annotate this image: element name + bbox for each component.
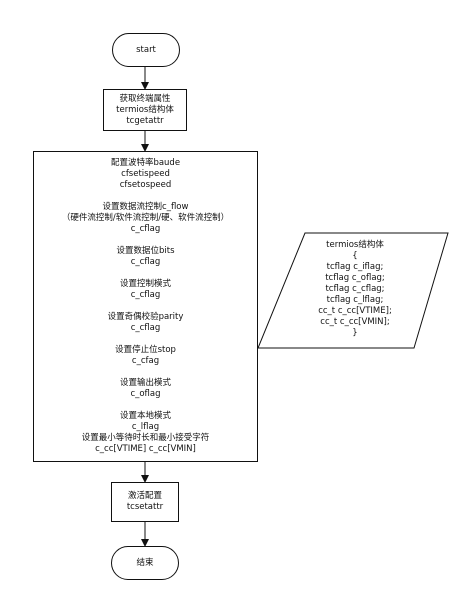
config-output-flag: c_oflag [130, 389, 161, 399]
config-parity-flag: c_cflag [130, 323, 161, 333]
config-stop-title: 设置停止位stop [115, 345, 176, 355]
termios-struct-vtime: cc_t c_cc[VTIME]; [318, 306, 392, 316]
config-baud-ispeed: cfsetispeed [121, 169, 170, 179]
config-bits-group: 设置数据位bits c_cflag [116, 246, 174, 268]
get-attr-title: 获取终端属性 [119, 93, 171, 104]
get-attr-struct: termios结构体 [116, 104, 174, 115]
end-label: 结束 [136, 557, 154, 568]
termios-struct-oflag: tcflag c_oflag; [325, 273, 385, 283]
termios-struct-note: termios结构体 { tcflag c_iflag; tcflag c_of… [280, 240, 430, 339]
get-attr-process: 获取终端属性 termios结构体 tcgetattr [103, 89, 187, 131]
config-control-group: 设置控制模式 c_cflag [120, 279, 171, 301]
end-terminal: 结束 [111, 546, 179, 580]
config-local-flag: c_lflag [131, 422, 160, 432]
config-flow-flag: c_cflag [130, 224, 161, 234]
config-stop-group: 设置停止位stop c_cfag [115, 345, 176, 367]
config-baud-ospeed: cfsetospeed [119, 180, 172, 190]
config-bits-flag: c_cflag [130, 257, 161, 267]
config-process: 配置波特率baude cfsetispeed cfsetospeed 设置数据流… [33, 151, 258, 462]
config-output-title: 设置输出模式 [119, 378, 171, 388]
config-output-group: 设置输出模式 c_oflag [120, 378, 171, 400]
config-local-group: 设置本地模式 c_lflag 设置最小等待时长和最小接受字符 c_cc[VTIM… [82, 411, 210, 455]
get-attr-func: tcgetattr [126, 115, 164, 126]
termios-struct-iflag: tcflag c_iflag; [326, 262, 384, 272]
config-stop-flag: c_cfag [131, 356, 160, 366]
config-control-flag: c_cflag [130, 290, 161, 300]
termios-struct-vmin: cc_t c_cc[VMIN]; [320, 317, 390, 327]
config-baud-group: 配置波特率baude cfsetispeed cfsetospeed [111, 158, 180, 191]
config-parity-title: 设置奇偶校验parity [107, 312, 184, 322]
termios-struct-open-brace: { [352, 251, 358, 261]
config-control-title: 设置控制模式 [119, 279, 171, 289]
termios-struct-close-brace: } [352, 328, 358, 338]
config-flow-group: 设置数据流控制c_flow （硬件流控制/软件流控制/硬、软件流控制） c_cf… [62, 202, 229, 235]
activate-func: tcsetattr [126, 502, 164, 512]
config-bits-title: 设置数据位bits [116, 246, 175, 256]
config-wait-title: 设置最小等待时长和最小接受字符 [81, 433, 210, 443]
config-baud-title: 配置波特率baude [110, 158, 181, 168]
config-local-title: 设置本地模式 [119, 411, 171, 421]
termios-struct-parallelogram [257, 232, 449, 349]
start-terminal: start [112, 33, 180, 67]
config-flow-detail: （硬件流控制/软件流控制/硬、软件流控制） [61, 213, 230, 223]
start-label: start [136, 44, 156, 55]
config-flow-title: 设置数据流控制c_flow [102, 202, 189, 212]
termios-struct-lflag: tcflag c_lflag; [326, 295, 384, 305]
termios-struct-title: termios结构体 [326, 240, 384, 250]
termios-struct-cflag: tcflag c_cflag; [325, 284, 385, 294]
activate-process: 激活配置 tcsetattr [111, 482, 179, 522]
activate-title: 激活配置 [127, 491, 162, 501]
config-parity-group: 设置奇偶校验parity c_cflag [108, 312, 184, 334]
config-wait-flags: c_cc[VTIME] c_cc[VMIN] [95, 444, 196, 454]
